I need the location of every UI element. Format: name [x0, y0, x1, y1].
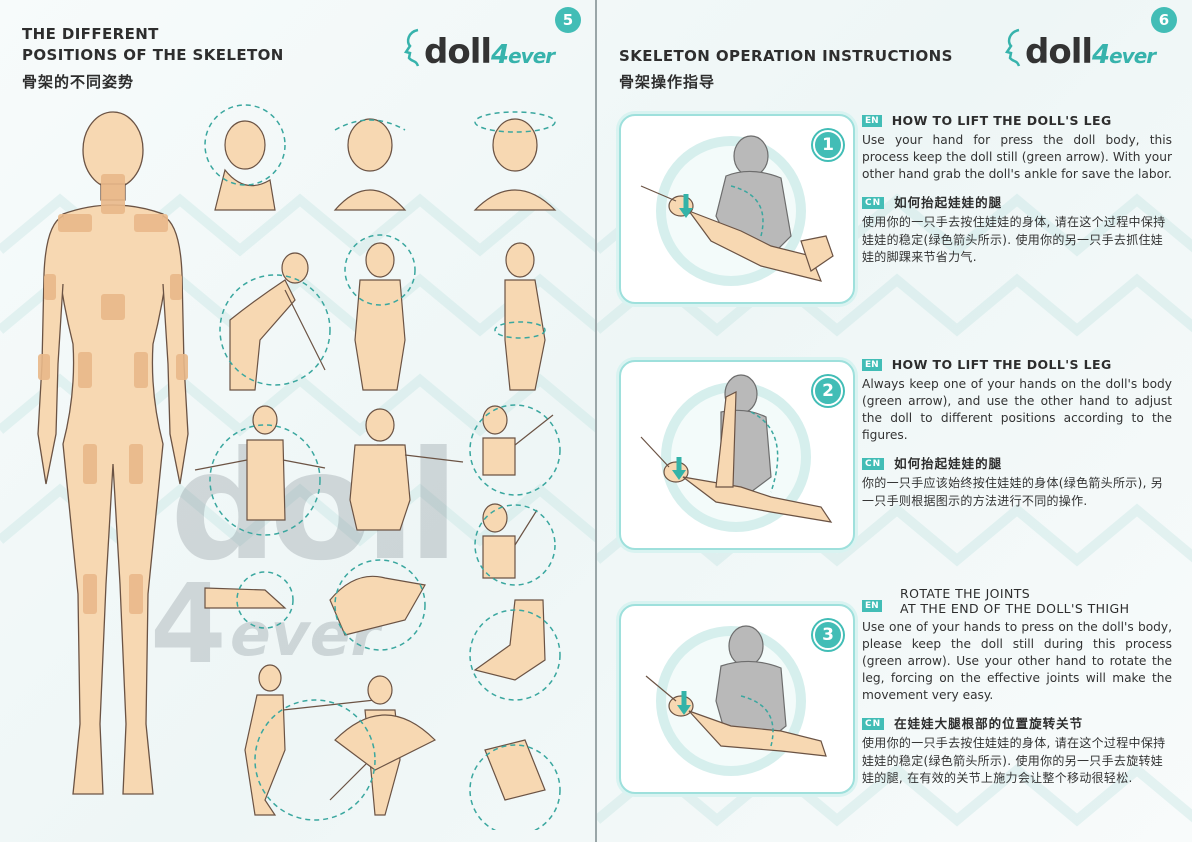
full-body-joint-diagram [37, 111, 189, 795]
instruction-section-2: EN HOW TO LIFT THE DOLL'S LEG Always keep… [862, 354, 1172, 510]
step-number-badge: 2 [813, 376, 843, 406]
page-title: SKELETON OPERATION INSTRUCTIONS [619, 47, 953, 65]
section-body-en: Use one of your hands to press on the do… [862, 620, 1172, 702]
cn-language-tag: CN [862, 458, 885, 470]
logo-four: 4 [1092, 40, 1110, 70]
face-profile-icon [1004, 28, 1021, 67]
left-page: THE DIFFERENT POSITIONS OF THE SKELETON … [0, 0, 595, 842]
logo-doll: doll [1025, 32, 1093, 72]
leg-position-illustration [640, 374, 833, 532]
page-divider [595, 0, 597, 842]
logo-ever: ever [1109, 44, 1156, 68]
section-heading-en: HOW TO LIFT THE DOLL'S LEG [891, 357, 1112, 372]
title-line-2: POSITIONS OF THE SKELETON [22, 46, 284, 64]
right-page: SKELETON OPERATION INSTRUCTIONS 骨架操作指导 6… [597, 0, 1192, 842]
pose-illustrations [194, 104, 561, 830]
section-heading-cn: 如何抬起娃娃的腿 [894, 456, 1003, 471]
step-number-badge: 3 [813, 620, 843, 650]
title-line-1: THE DIFFERENT [22, 25, 159, 43]
cn-language-tag: CN [862, 718, 885, 730]
logo-wordmark: doll4ever [424, 32, 555, 72]
step-number-badge: 1 [813, 130, 843, 160]
instruction-section-3: EN ROTATE THE JOINTS AT THE END OF THE D… [862, 586, 1172, 788]
page-title-cn: 骨架的不同姿势 [22, 73, 135, 91]
section-heading-cn: 在娃娃大腿根部的位置旋转关节 [894, 716, 1084, 731]
logo-doll: doll [424, 32, 492, 72]
section-heading-en: HOW TO LIFT THE DOLL'S LEG [891, 113, 1112, 128]
page-number-badge: 6 [1151, 7, 1177, 33]
instruction-illustration-3: 3 [619, 604, 855, 794]
logo-wordmark: doll4ever [1025, 32, 1156, 72]
logo-ever: ever [508, 44, 555, 68]
cn-language-tag: CN [862, 197, 885, 209]
section-body-en: Use your hand for press the doll body, t… [862, 133, 1172, 181]
page-title: THE DIFFERENT POSITIONS OF THE SKELETON [22, 24, 284, 66]
section-heading-cn: 如何抬起娃娃的腿 [894, 195, 1003, 210]
instruction-illustration-1: 1 [619, 114, 855, 304]
section-body-en: Always keep one of your hands on the dol… [862, 377, 1172, 442]
leg-lift-illustration [640, 135, 834, 286]
instruction-illustration-2: 2 [619, 360, 855, 550]
instruction-section-1: EN HOW TO LIFT THE DOLL'S LEG Use your ha… [862, 110, 1172, 267]
face-profile-icon [403, 28, 420, 67]
section-body-cn: 你的一只手应该始终按住娃娃的身体(绿色箭头所示), 另一只手则根据图示的方法进行… [862, 476, 1164, 508]
section-heading-en: ROTATE THE JOINTS [900, 586, 1031, 601]
page-number-badge: 5 [555, 7, 581, 33]
section-heading-en-line2: AT THE END OF THE DOLL'S THIGH [900, 601, 1130, 616]
logo-four: 4 [491, 40, 509, 70]
section-body-cn: 使用你的一只手去按住娃娃的身体, 请在这个过程中保持娃娃的稳定(绿色箭头所示).… [862, 736, 1166, 785]
brand-logo: doll4ever [398, 22, 568, 82]
brand-logo: doll4ever [999, 22, 1169, 82]
page-title-cn: 骨架操作指导 [619, 73, 716, 91]
en-language-tag: EN [862, 600, 882, 612]
watermark-doll: doll [170, 420, 459, 594]
section-body-cn: 使用你的一只手去按住娃娃的身体, 请在这个过程中保持娃娃的稳定(绿色箭头所示).… [862, 215, 1166, 264]
watermark-four: 4 [150, 560, 227, 688]
en-language-tag: EN [862, 359, 882, 371]
en-language-tag: EN [862, 115, 882, 127]
joint-rotation-illustration [645, 625, 827, 776]
